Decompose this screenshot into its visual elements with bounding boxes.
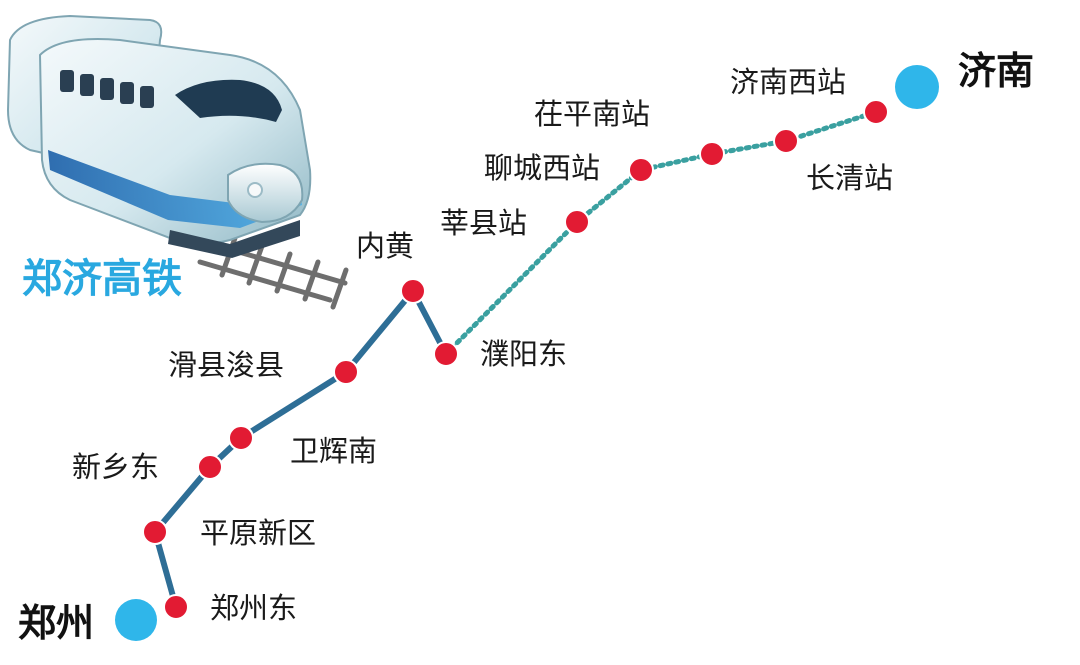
station-marker [773, 128, 799, 154]
station-marker [628, 157, 654, 183]
station-marker [142, 519, 168, 545]
station-marker [400, 278, 426, 304]
terminal-end-label: 济南 [958, 49, 1034, 93]
station-label: 长清站 [806, 161, 893, 195]
terminal-start-marker [115, 599, 157, 641]
planned-route-line [443, 109, 879, 357]
terminal-end-marker [895, 65, 939, 109]
station-label: 济南西站 [730, 65, 846, 99]
station-marker [699, 141, 725, 167]
station-label: 滑县浚县 [168, 348, 284, 382]
terminal-start-label: 郑州 [18, 601, 94, 645]
station-marker [333, 359, 359, 385]
station-marker [863, 99, 889, 125]
station-label: 濮阳东 [480, 337, 567, 371]
high-speed-train-icon [6, 14, 349, 310]
station-marker [197, 454, 223, 480]
station-label: 茌平南站 [534, 97, 650, 131]
station-label: 莘县站 [440, 206, 527, 240]
station-label: 内黄 [356, 229, 414, 263]
station-label: 郑州东 [210, 591, 297, 625]
station-marker [433, 341, 459, 367]
station-marker [564, 209, 590, 235]
station-marker [228, 425, 254, 451]
map-title: 郑济高铁 [22, 256, 182, 302]
station-label: 卫辉南 [290, 434, 377, 468]
station-label: 新乡东 [72, 450, 159, 484]
station-label: 聊城西站 [484, 151, 600, 185]
station-marker [163, 594, 189, 620]
station-label: 平原新区 [200, 516, 316, 550]
